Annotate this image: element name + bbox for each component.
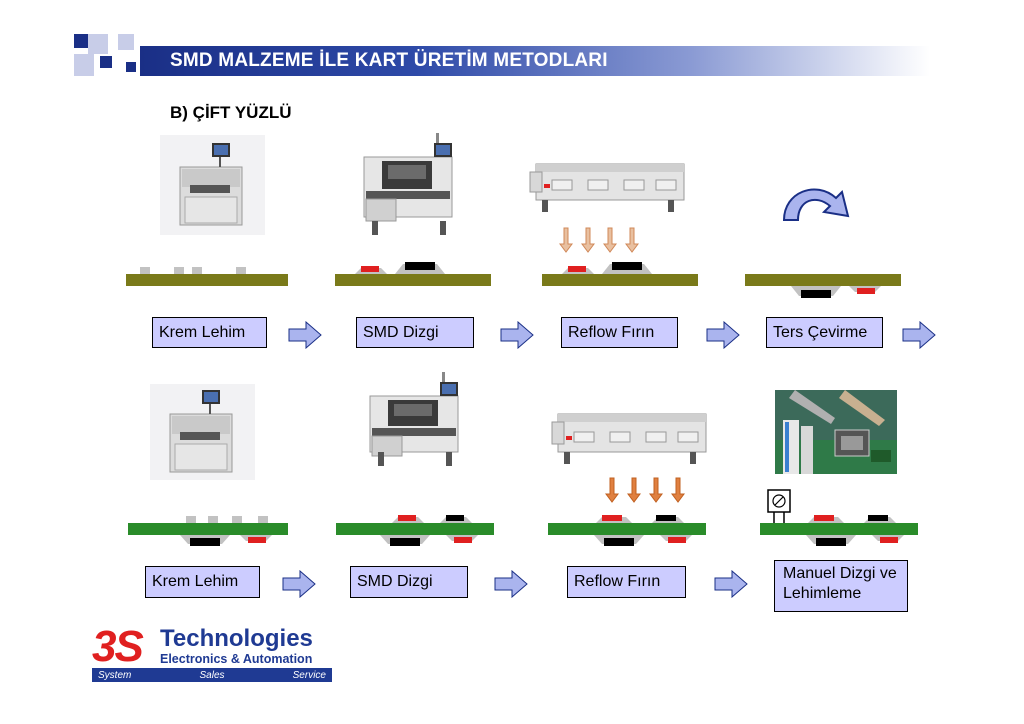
reflow-oven-image-2 — [550, 404, 710, 468]
pcb-row2-smd-placed — [336, 515, 494, 546]
heat-arrows-icon-2 — [605, 477, 685, 503]
flow-arrow-icon — [288, 321, 322, 349]
header-square-light-3 — [118, 34, 134, 50]
step-manuel-dizgi: Manuel Dizgi ve Lehimleme — [774, 560, 908, 612]
flow-arrow-icon — [500, 321, 534, 349]
section-subtitle: B) ÇİFT YÜZLÜ — [170, 103, 292, 122]
header-square-light-2 — [74, 54, 94, 76]
header-square-dark-1 — [74, 34, 88, 48]
flow-arrow-icon — [706, 321, 740, 349]
stencil-printer-image-2 — [150, 384, 255, 480]
logo-bar: System Sales Service — [92, 668, 332, 682]
pcb-row1-smd-placed — [335, 262, 491, 286]
pcb-row2-solder-paste — [128, 516, 288, 546]
heat-arrows-icon-1 — [559, 227, 639, 253]
step-ters-cevirme: Ters Çevirme — [766, 317, 883, 348]
flow-arrow-icon — [494, 570, 528, 598]
pcb-row2-final — [760, 515, 918, 546]
logo-tagline: Electronics & Automation — [160, 652, 313, 666]
flow-arrow-icon — [282, 570, 316, 598]
step-krem-lehim-row1: Krem Lehim — [152, 317, 267, 348]
pcb-row1-reflowed — [542, 262, 698, 286]
step-reflow-firin-row1: Reflow Fırın — [561, 317, 678, 348]
logo-bar-system: System — [98, 669, 132, 681]
step-reflow-firin-row2: Reflow Fırın — [567, 566, 686, 598]
manual-soldering-photo — [775, 390, 897, 474]
flow-arrow-icon — [714, 570, 748, 598]
header-square-dark-2 — [100, 56, 112, 68]
step-smd-dizgi-row1: SMD Dizgi — [356, 317, 474, 348]
step-smd-dizgi-row2: SMD Dizgi — [350, 566, 468, 598]
flip-arrow-icon — [782, 188, 850, 221]
logo-bar-service: Service — [292, 669, 326, 681]
pick-and-place-image-1 — [352, 133, 464, 241]
pcb-row1-flipped — [745, 274, 901, 298]
pcb-row2-reflowed — [548, 515, 706, 546]
reflow-oven-image-1 — [528, 154, 688, 216]
header-square-dark-3 — [126, 62, 136, 72]
pick-and-place-image-2 — [358, 372, 470, 472]
page-title: SMD MALZEME İLE KART ÜRETİM METODLARI — [170, 50, 608, 71]
through-hole-component-icon — [767, 489, 791, 524]
stencil-printer-image-1 — [160, 135, 265, 235]
flow-arrow-icon — [902, 321, 936, 349]
step-krem-lehim-row2: Krem Lehim — [145, 566, 260, 598]
logo-3s-mark: 3S — [92, 622, 144, 671]
title-bar — [140, 46, 930, 76]
logo-company-name: Technologies — [160, 625, 313, 652]
logo-bar-sales: Sales — [199, 669, 225, 681]
header-square-light-1 — [88, 34, 108, 54]
pcb-row1-solder-paste — [126, 267, 288, 286]
